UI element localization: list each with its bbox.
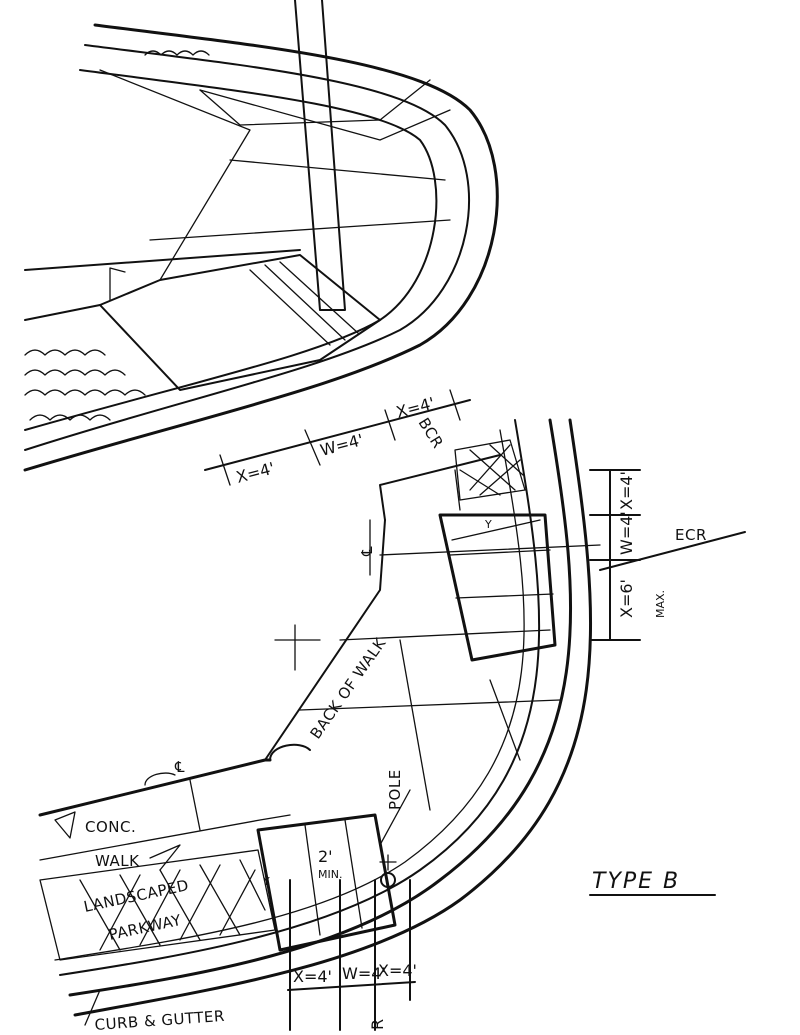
pole-label: POLE <box>386 769 404 810</box>
crosshair-mark <box>274 624 321 671</box>
landscape-texture-1 <box>24 349 106 356</box>
right-max-label: MAX. <box>654 590 667 618</box>
upper-landscape-hatch <box>459 444 524 496</box>
back-walk-line-diag <box>264 519 386 761</box>
min-label: MIN. <box>318 868 342 881</box>
landscape-texture-3 <box>24 389 146 396</box>
pole-symbol <box>380 872 396 888</box>
bottom-w-dim: W=4' <box>342 964 386 983</box>
ramp-outline <box>99 254 381 391</box>
curb-outer-line <box>23 23 499 472</box>
lower-ramp-outline <box>256 813 397 952</box>
walk-front-line <box>39 814 291 861</box>
gutter-flow-arc <box>54 429 525 961</box>
conc-walk-leader <box>54 811 76 839</box>
back-walk-line-left <box>38 758 272 817</box>
drawing-title: TYPE B <box>592 869 680 894</box>
walk-joint-line-4 <box>149 219 451 241</box>
centerline-label-1: ℄ <box>174 758 185 776</box>
top-ramp-outline <box>199 79 431 126</box>
curb-inner-line <box>24 44 471 451</box>
upper-ramp-dim-line <box>451 519 541 541</box>
bottom-x2-dim: X=4' <box>378 961 417 980</box>
walk-joint-line-2 <box>199 89 451 141</box>
pole-centerline <box>379 854 397 871</box>
grid-line-6 <box>189 779 201 831</box>
perspective-view: X=4' W=4' X=4' BCR <box>23 0 499 487</box>
centerline-label-2: ℄ <box>358 546 376 557</box>
walk-joint-line <box>99 69 251 281</box>
upper-ramp-line-1 <box>449 549 551 556</box>
back-walk-arc <box>269 743 311 761</box>
gutter-lip-arc <box>59 419 541 976</box>
gutter-line <box>24 69 438 431</box>
curb-face-arc <box>68 418 573 997</box>
ecr-label: ECR <box>675 526 707 544</box>
grid-line-4 <box>399 639 431 811</box>
top-x-dim: X=4' <box>617 471 636 510</box>
pole-perspective <box>294 0 346 311</box>
back-walk-line-top <box>379 454 501 521</box>
walk-edge-line <box>24 304 101 321</box>
landscape-texture-5 <box>144 50 210 56</box>
right-dim-lines <box>589 469 641 641</box>
parkway-hatch <box>79 859 266 951</box>
curb-back-arc <box>73 418 593 1017</box>
grid-line-5 <box>489 679 521 761</box>
lower-ramp-y-dim: Y <box>262 875 270 888</box>
bottom-dim-ext <box>289 879 411 1031</box>
perspective-dim-line <box>204 399 471 471</box>
grid-line-2 <box>339 629 551 641</box>
grid-line-3 <box>299 699 561 711</box>
upper-ramp-line-2 <box>455 593 554 599</box>
bottom-x1-dim: X=4' <box>293 967 332 986</box>
walk-label: WALK <box>95 852 140 870</box>
upper-ramp-outline <box>438 513 557 662</box>
walk-joint-line-3 <box>229 159 446 181</box>
bcr-label: BCR <box>415 415 447 452</box>
ecr-leader <box>599 531 746 571</box>
grid-line-7 <box>454 469 461 511</box>
upper-landscape-patch <box>454 439 526 501</box>
top-w-dim: W=4' <box>617 511 636 555</box>
perspective-dim-ticks <box>219 389 461 486</box>
persp-x1-dim: X=4' <box>234 458 277 486</box>
lower-ramp-line-2 <box>344 819 363 929</box>
persp-w-dim: W=4' <box>318 430 365 460</box>
bottom-dim-line <box>287 981 416 991</box>
conc-label: CONC. <box>85 818 136 836</box>
landscape-texture-2 <box>24 369 126 376</box>
walk-back-line <box>24 249 301 271</box>
pole-leader <box>379 789 411 846</box>
bottom-r-dim: R <box>368 1019 387 1030</box>
level-marker <box>109 267 126 301</box>
curb-gutter-label: CURB & GUTTER <box>94 1007 225 1034</box>
curb-gutter-leader <box>84 984 131 1026</box>
plan-view: Y 2' MIN. Y CONC. WALK LANDSCAPE <box>38 418 746 1034</box>
ramp-hatch-1 <box>249 269 331 346</box>
min-value: 2' <box>318 847 333 866</box>
parkway-region <box>39 849 276 961</box>
upper-ramp-y-dim: Y <box>484 518 492 531</box>
centerline-arc <box>144 772 176 786</box>
right-x-dim: X=6' <box>617 579 636 618</box>
ramp-hatch-2 <box>264 264 346 341</box>
walk-arrow <box>149 844 181 871</box>
landscape-texture-4 <box>29 414 111 421</box>
lower-ramp-line-1 <box>304 824 321 936</box>
grid-line-1 <box>379 544 601 556</box>
back-of-walk-label: BACK OF WALK <box>307 634 390 742</box>
